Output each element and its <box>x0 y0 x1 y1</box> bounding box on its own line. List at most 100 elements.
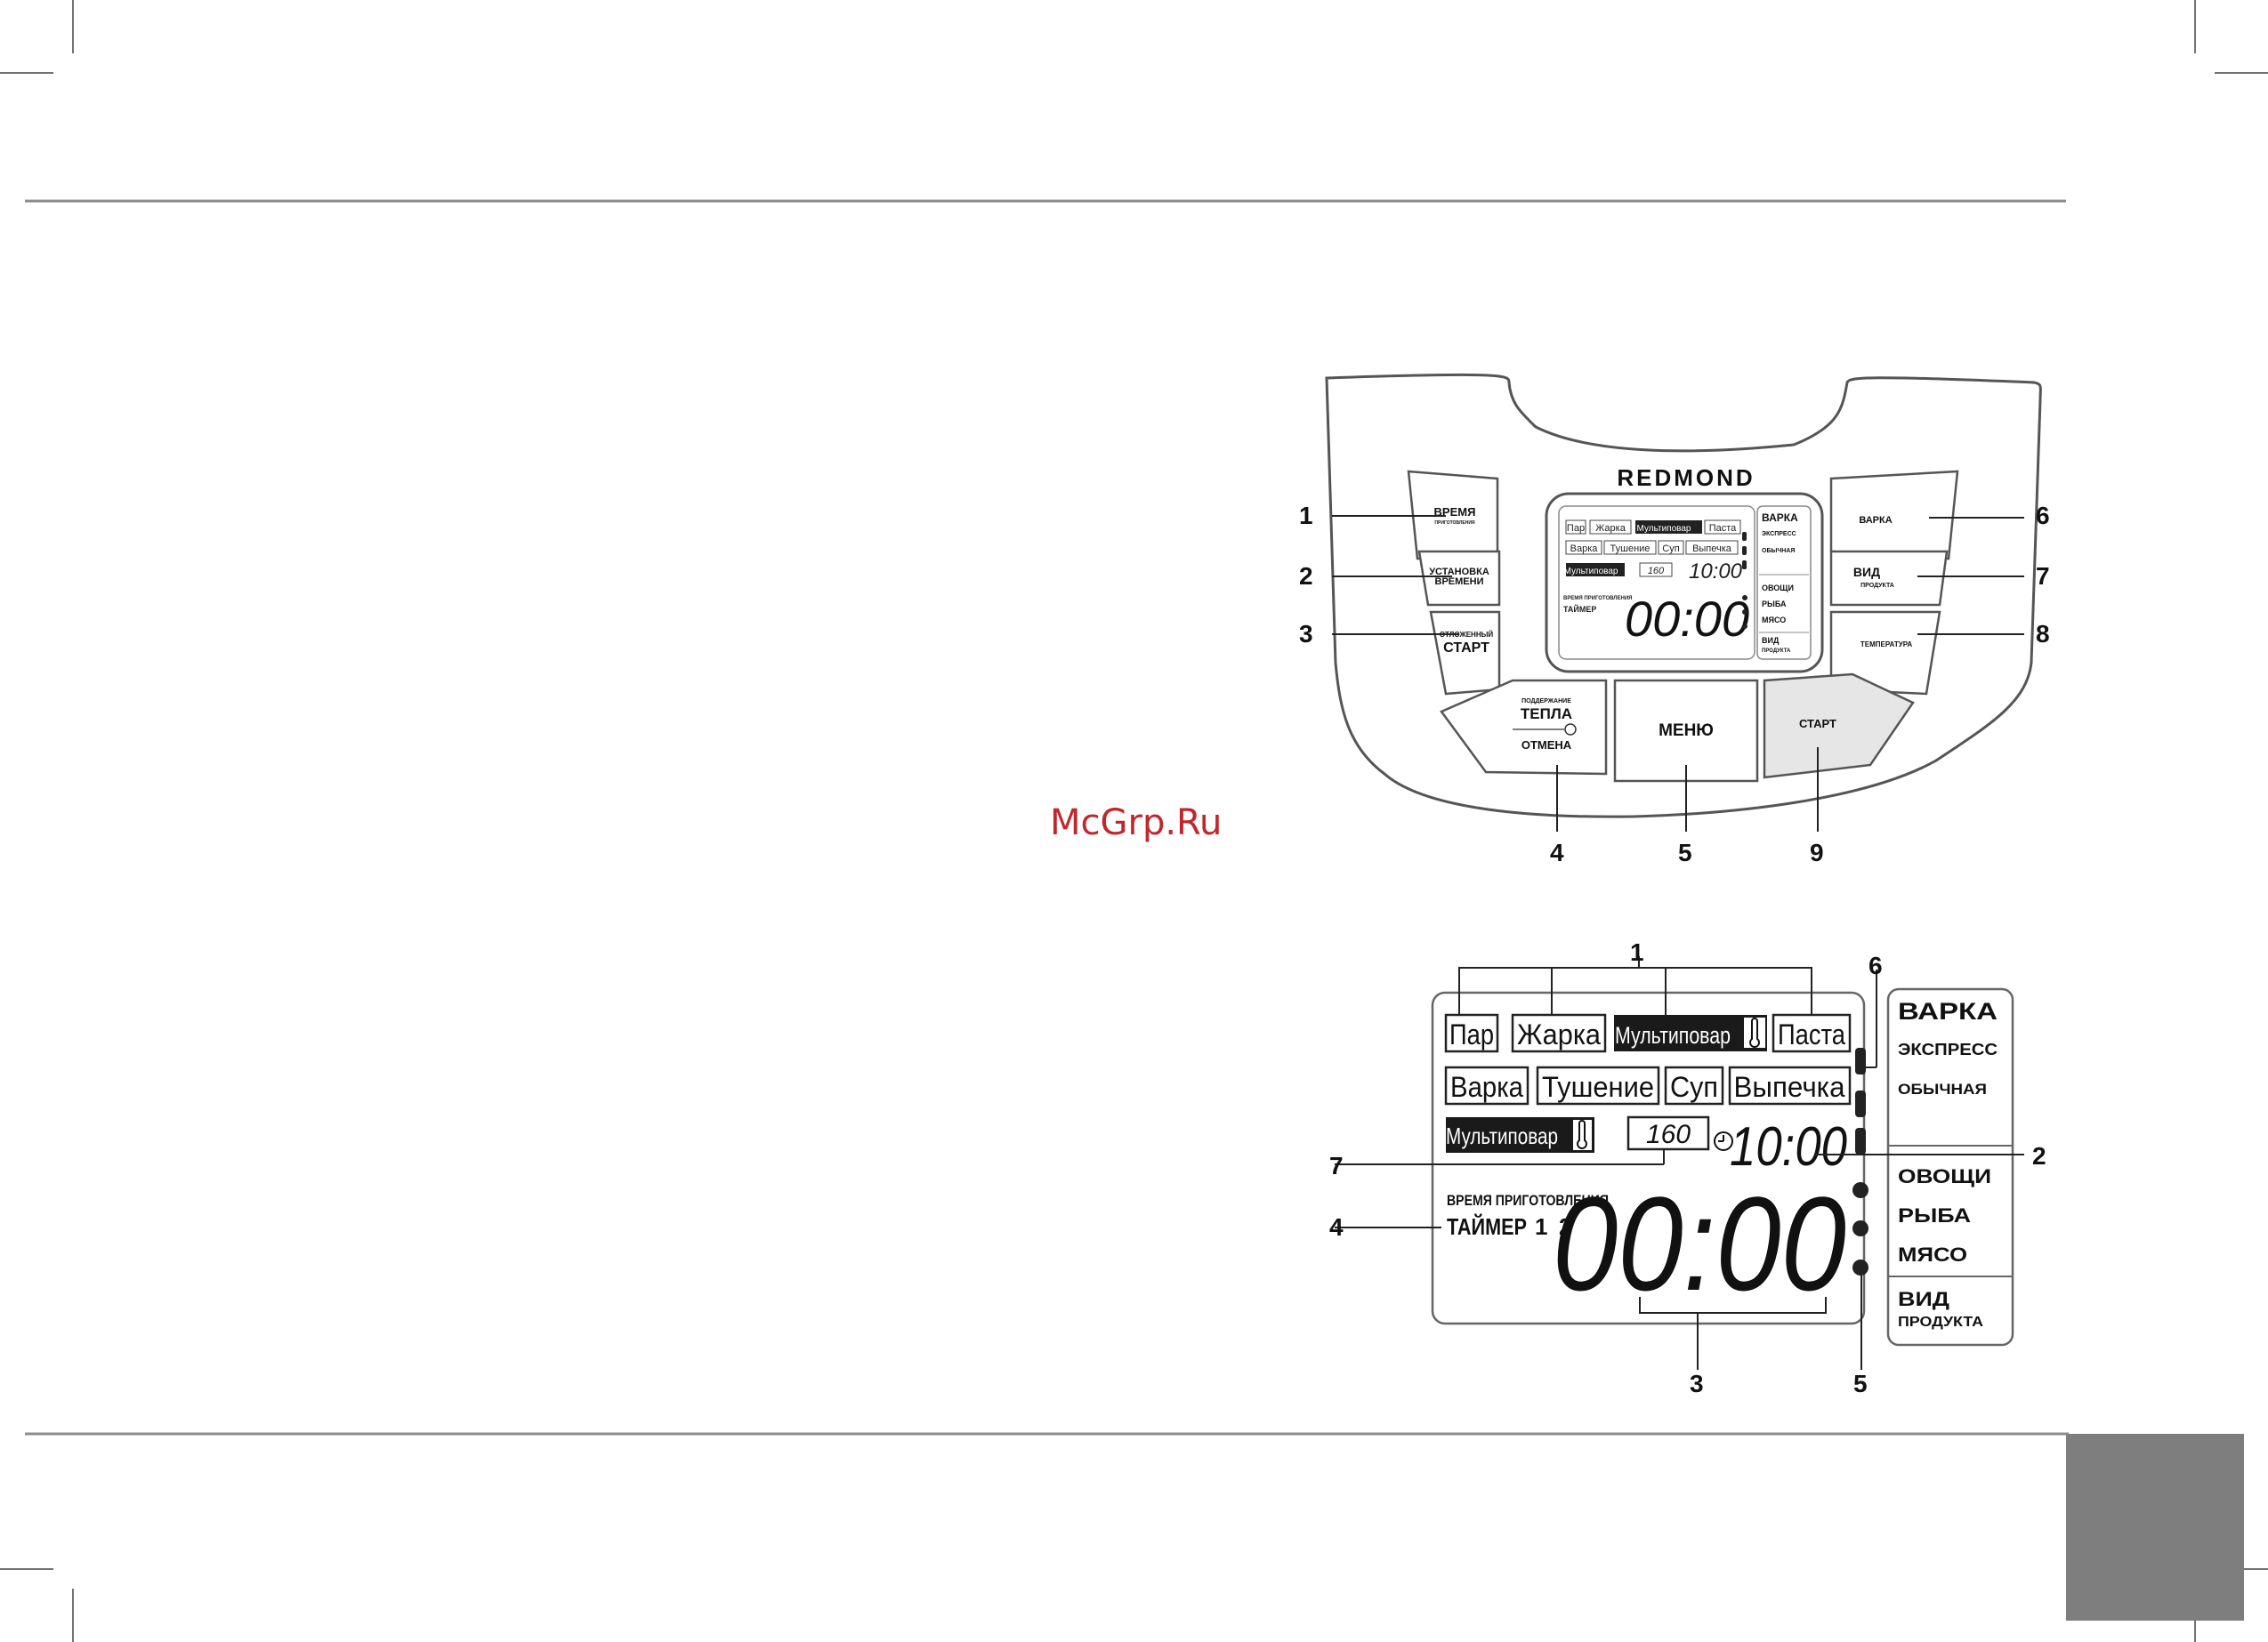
callout-4: 4 <box>1550 839 1564 866</box>
callout-8: 8 <box>2036 620 2050 648</box>
display-callout-3: 3 <box>1690 1370 1704 1397</box>
panel-callout-numbers: 1 2 3 6 7 8 4 5 9 <box>1299 502 2050 866</box>
svg-text:10:00: 10:00 <box>1689 559 1743 584</box>
button-varka-label: ВАРКА <box>1859 515 1892 526</box>
watermark: McGrp.Ru <box>1050 802 1222 843</box>
display-callout-numbers: 1 6 2 7 4 3 5 <box>1329 938 2046 1397</box>
button-start[interactable] <box>1763 672 1915 779</box>
program-par: Пар <box>1449 1018 1494 1050</box>
svg-text:ОБЫЧНАЯ: ОБЫЧНАЯ <box>1762 548 1795 554</box>
mini-display-indicators <box>1742 532 1747 629</box>
clock-digits: 10:00 <box>1730 1116 1847 1178</box>
button-set-time-label: УСТАНОВКА <box>1429 567 1489 577</box>
button-menu[interactable] <box>1613 679 1759 783</box>
callout-7: 7 <box>2036 562 2050 590</box>
program-sup: Суп <box>1670 1071 1718 1103</box>
page-tab <box>2066 1434 2244 1621</box>
side-normal: ОБЫЧНАЯ <box>1898 1081 1987 1098</box>
callout-6: 6 <box>2036 502 2050 529</box>
program-tushenie: Тушение <box>1542 1071 1654 1103</box>
program-zharka: Жарка <box>1517 1018 1601 1050</box>
svg-text:РЫБА: РЫБА <box>1762 600 1787 608</box>
mini-display-programs: Пар Жарка Мультиповар Паста Варка Тушени… <box>1563 519 1749 647</box>
svg-text:160: 160 <box>1648 566 1665 576</box>
program-vypechka: Выпечка <box>1734 1071 1845 1103</box>
button-start-label: СТАРТ <box>1799 717 1836 730</box>
svg-text:ВРЕМЯ ПРИГОТОВЛЕНИЯ: ВРЕМЯ ПРИГОТОВЛЕНИЯ <box>1563 596 1632 601</box>
thermometer-icon <box>1749 1018 1760 1048</box>
callout-3: 3 <box>1299 620 1313 648</box>
thermometer-icon <box>1577 1120 1587 1149</box>
multicook-temp-label: Мультиповар <box>1446 1123 1558 1149</box>
button-product-type[interactable] <box>1829 550 1949 607</box>
cook-time-label: ВРЕМЯ ПРИГОТОВЛЕНИЯ <box>1447 1192 1609 1209</box>
button-product-type-label: ВИД <box>1853 565 1880 579</box>
svg-text:00:00: 00:00 <box>1625 591 1749 647</box>
button-keep-warm-label: ТЕПЛА <box>1521 705 1572 722</box>
side-meat: МЯСО <box>1898 1244 1967 1266</box>
clock-icon <box>1714 1131 1733 1151</box>
button-keep-warm-cancel[interactable] <box>1440 679 1608 776</box>
svg-text:Мультиповар: Мультиповар <box>1564 567 1618 576</box>
callout-1: 1 <box>1299 502 1313 529</box>
callout-9: 9 <box>1810 839 1824 866</box>
mini-display-side-labels: ВАРКА ЭКСПРЕСС ОБЫЧНАЯ ОВОЩИ РЫБА МЯСО В… <box>1759 511 1809 654</box>
svg-text:Жарка: Жарка <box>1595 523 1626 534</box>
display-screen <box>1431 991 1866 1325</box>
program-pasta: Паста <box>1778 1018 1845 1050</box>
svg-text:ЭКСПРЕСС: ЭКСПРЕСС <box>1762 531 1796 537</box>
svg-text:Суп: Суп <box>1662 543 1679 554</box>
brand-logo: REDMOND <box>1617 464 1755 491</box>
program-varka: Варка <box>1450 1071 1523 1103</box>
svg-text:ТАЙМЕР: ТАЙМЕР <box>1563 604 1596 614</box>
button-set-time-sublabel: ВРЕМЕНИ <box>1435 576 1484 587</box>
display-callouts <box>1335 956 2024 1370</box>
svg-text:Варка: Варка <box>1570 543 1599 554</box>
button-temperature[interactable] <box>1829 610 1941 696</box>
callout-2: 2 <box>1299 562 1313 590</box>
button-varka[interactable] <box>1829 470 1959 560</box>
temperature-value: 160 <box>1646 1120 1691 1149</box>
button-cook-time-sublabel: ПРИГОТОВЛЕНИЯ <box>1434 520 1475 526</box>
mini-display-screen <box>1558 505 1755 660</box>
side-varka: ВАРКА <box>1898 998 1998 1025</box>
display-callout-4: 4 <box>1329 1213 1344 1241</box>
svg-text:Паста: Паста <box>1709 523 1737 534</box>
display-callout-2: 2 <box>2032 1142 2046 1170</box>
button-temperature-label: ТЕМПЕРАТУРА <box>1860 640 1912 648</box>
svg-text:Тушение: Тушение <box>1610 543 1651 554</box>
svg-text:Мультиповар: Мультиповар <box>1637 524 1691 534</box>
svg-text:ВАРКА: ВАРКА <box>1762 511 1798 524</box>
button-keep-warm-label-top: ПОДДЕРЖАНИЕ <box>1521 698 1571 704</box>
mode-indicator-bars <box>1855 1048 1866 1155</box>
main-timer-digits: 00:00 <box>1553 1169 1846 1318</box>
svg-text:ВИД: ВИД <box>1762 636 1780 645</box>
display-callout-1: 1 <box>1630 938 1644 966</box>
svg-text:ПРОДУКТА: ПРОДУКТА <box>1762 648 1791 654</box>
svg-text:МЯСО: МЯСО <box>1762 616 1786 624</box>
button-delayed-start-sublabel: СТАРТ <box>1443 640 1489 656</box>
svg-text:Выпечка: Выпечка <box>1692 543 1732 554</box>
panel-callouts <box>1332 515 2024 832</box>
timer-1-label: 1 <box>1535 1213 1547 1240</box>
button-set-time[interactable] <box>1417 550 1501 607</box>
timer-label: ТАЙМЕР <box>1447 1213 1527 1240</box>
callout-5: 5 <box>1678 839 1692 866</box>
display-callout-5: 5 <box>1853 1370 1868 1397</box>
display-side-panel <box>1886 987 2014 1347</box>
button-delayed-start-label: ОТЛОЖЕННЫЙ <box>1440 631 1494 639</box>
control-panel: REDMOND ВРЕМЯ ПРИГОТОВЛЕНИЯ УСТАНОВКА ВР… <box>1325 373 2042 818</box>
button-cancel-label: ОТМЕНА <box>1521 738 1572 752</box>
svg-text:Пар: Пар <box>1567 523 1585 534</box>
mini-display-side-panel <box>1756 505 1812 660</box>
large-display: Пар Жарка Мультиповар Паста Варка Тушени… <box>1431 987 2014 1347</box>
svg-text:ОВОЩИ: ОВОЩИ <box>1762 584 1794 592</box>
side-vegetables: ОВОЩИ <box>1898 1165 1991 1187</box>
button-product-type-sublabel: ПРОДУКТА <box>1860 583 1894 589</box>
side-product-type-sub: ПРОДУКТА <box>1898 1315 1983 1330</box>
side-fish: РЫБА <box>1898 1204 1971 1227</box>
program-multicook: Мультиповар <box>1615 1022 1731 1049</box>
side-product-type: ВИД <box>1898 1288 1949 1310</box>
timer-2-label: 2 <box>1559 1213 1571 1240</box>
